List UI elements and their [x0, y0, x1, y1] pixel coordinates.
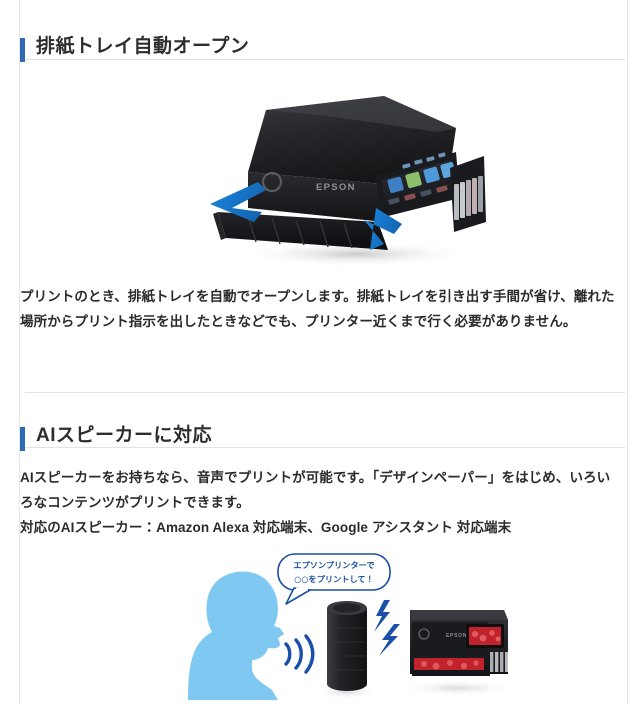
section-body-ai-speaker: AIスピーカーをお持ちなら、音声でプリントが可能です。「デザインペーパー」をはじ…: [20, 466, 620, 541]
lcd-status-strip: [402, 152, 446, 169]
section-divider-rule: [25, 392, 625, 393]
heading-underline-rule: [25, 59, 625, 60]
lcd-bottom-labels: [388, 185, 448, 205]
soundwave-icon: [284, 634, 315, 674]
speech-bubble: エプソンプリンターで ○○をプリントして！: [277, 553, 391, 605]
tray-open-arrow-left: [210, 182, 266, 222]
heading-underline-rule: [25, 447, 625, 448]
tray-ridges: [247, 215, 353, 249]
speech-bubble-line-2: ○○をプリントして！: [294, 574, 374, 584]
printer-output-tray: [218, 212, 388, 250]
small-printer-epson-logo: EPSON: [446, 633, 467, 639]
paragraph: 対応のAIスピーカー：Amazon Alexa 対応端末、Google アシスタ…: [20, 519, 512, 535]
heading-accent-bar: [20, 426, 25, 451]
epson-logo-text: EPSON: [316, 182, 356, 193]
printer-illustration-small: EPSON: [400, 610, 516, 696]
section-heading-text: 排紙トレイ自動オープン: [36, 35, 250, 57]
printer-power-button: [261, 171, 283, 193]
printer-shadow: [236, 241, 476, 267]
section-heading-ai-speaker: AIスピーカーに対応: [20, 424, 213, 451]
ai-speaker-illustration: エプソンプリンターで ○○をプリントして！: [160, 548, 520, 704]
printer-ink-tanks: [454, 176, 483, 220]
section-body-paper-tray: プリントのとき、排紙トレイを自動でオープンします。排紙トレイを引き出す手間が省け…: [20, 285, 620, 335]
paragraph: プリントのとき、排紙トレイを自動でオープンします。排紙トレイを引き出す手間が省け…: [20, 289, 615, 329]
tray-open-arrow-right: [364, 208, 402, 250]
smart-speaker: [313, 601, 381, 699]
small-printer-ink-tanks: [490, 652, 508, 672]
heading-accent-bar: [20, 37, 25, 62]
lcd-app-icons: [387, 162, 456, 194]
section-heading-paper-tray: 排紙トレイ自動オープン: [20, 35, 250, 62]
page-content: 排紙トレイ自動オープン: [20, 0, 627, 704]
printer-photo-paper-tray: EPSON: [188, 72, 488, 268]
speech-bubble-line-1: エプソンプリンターで: [293, 560, 374, 570]
page-left-border: [19, 0, 20, 704]
page-right-border: [627, 0, 628, 704]
person-silhouette: [188, 571, 284, 700]
paragraph: AIスピーカーをお持ちなら、音声でプリントが可能です。「デザインペーパー」をはじ…: [20, 470, 611, 510]
section-heading-text: AIスピーカーに対応: [36, 424, 213, 446]
small-printer-power-button: [418, 628, 430, 640]
wireless-bolt-icon: [374, 600, 400, 656]
